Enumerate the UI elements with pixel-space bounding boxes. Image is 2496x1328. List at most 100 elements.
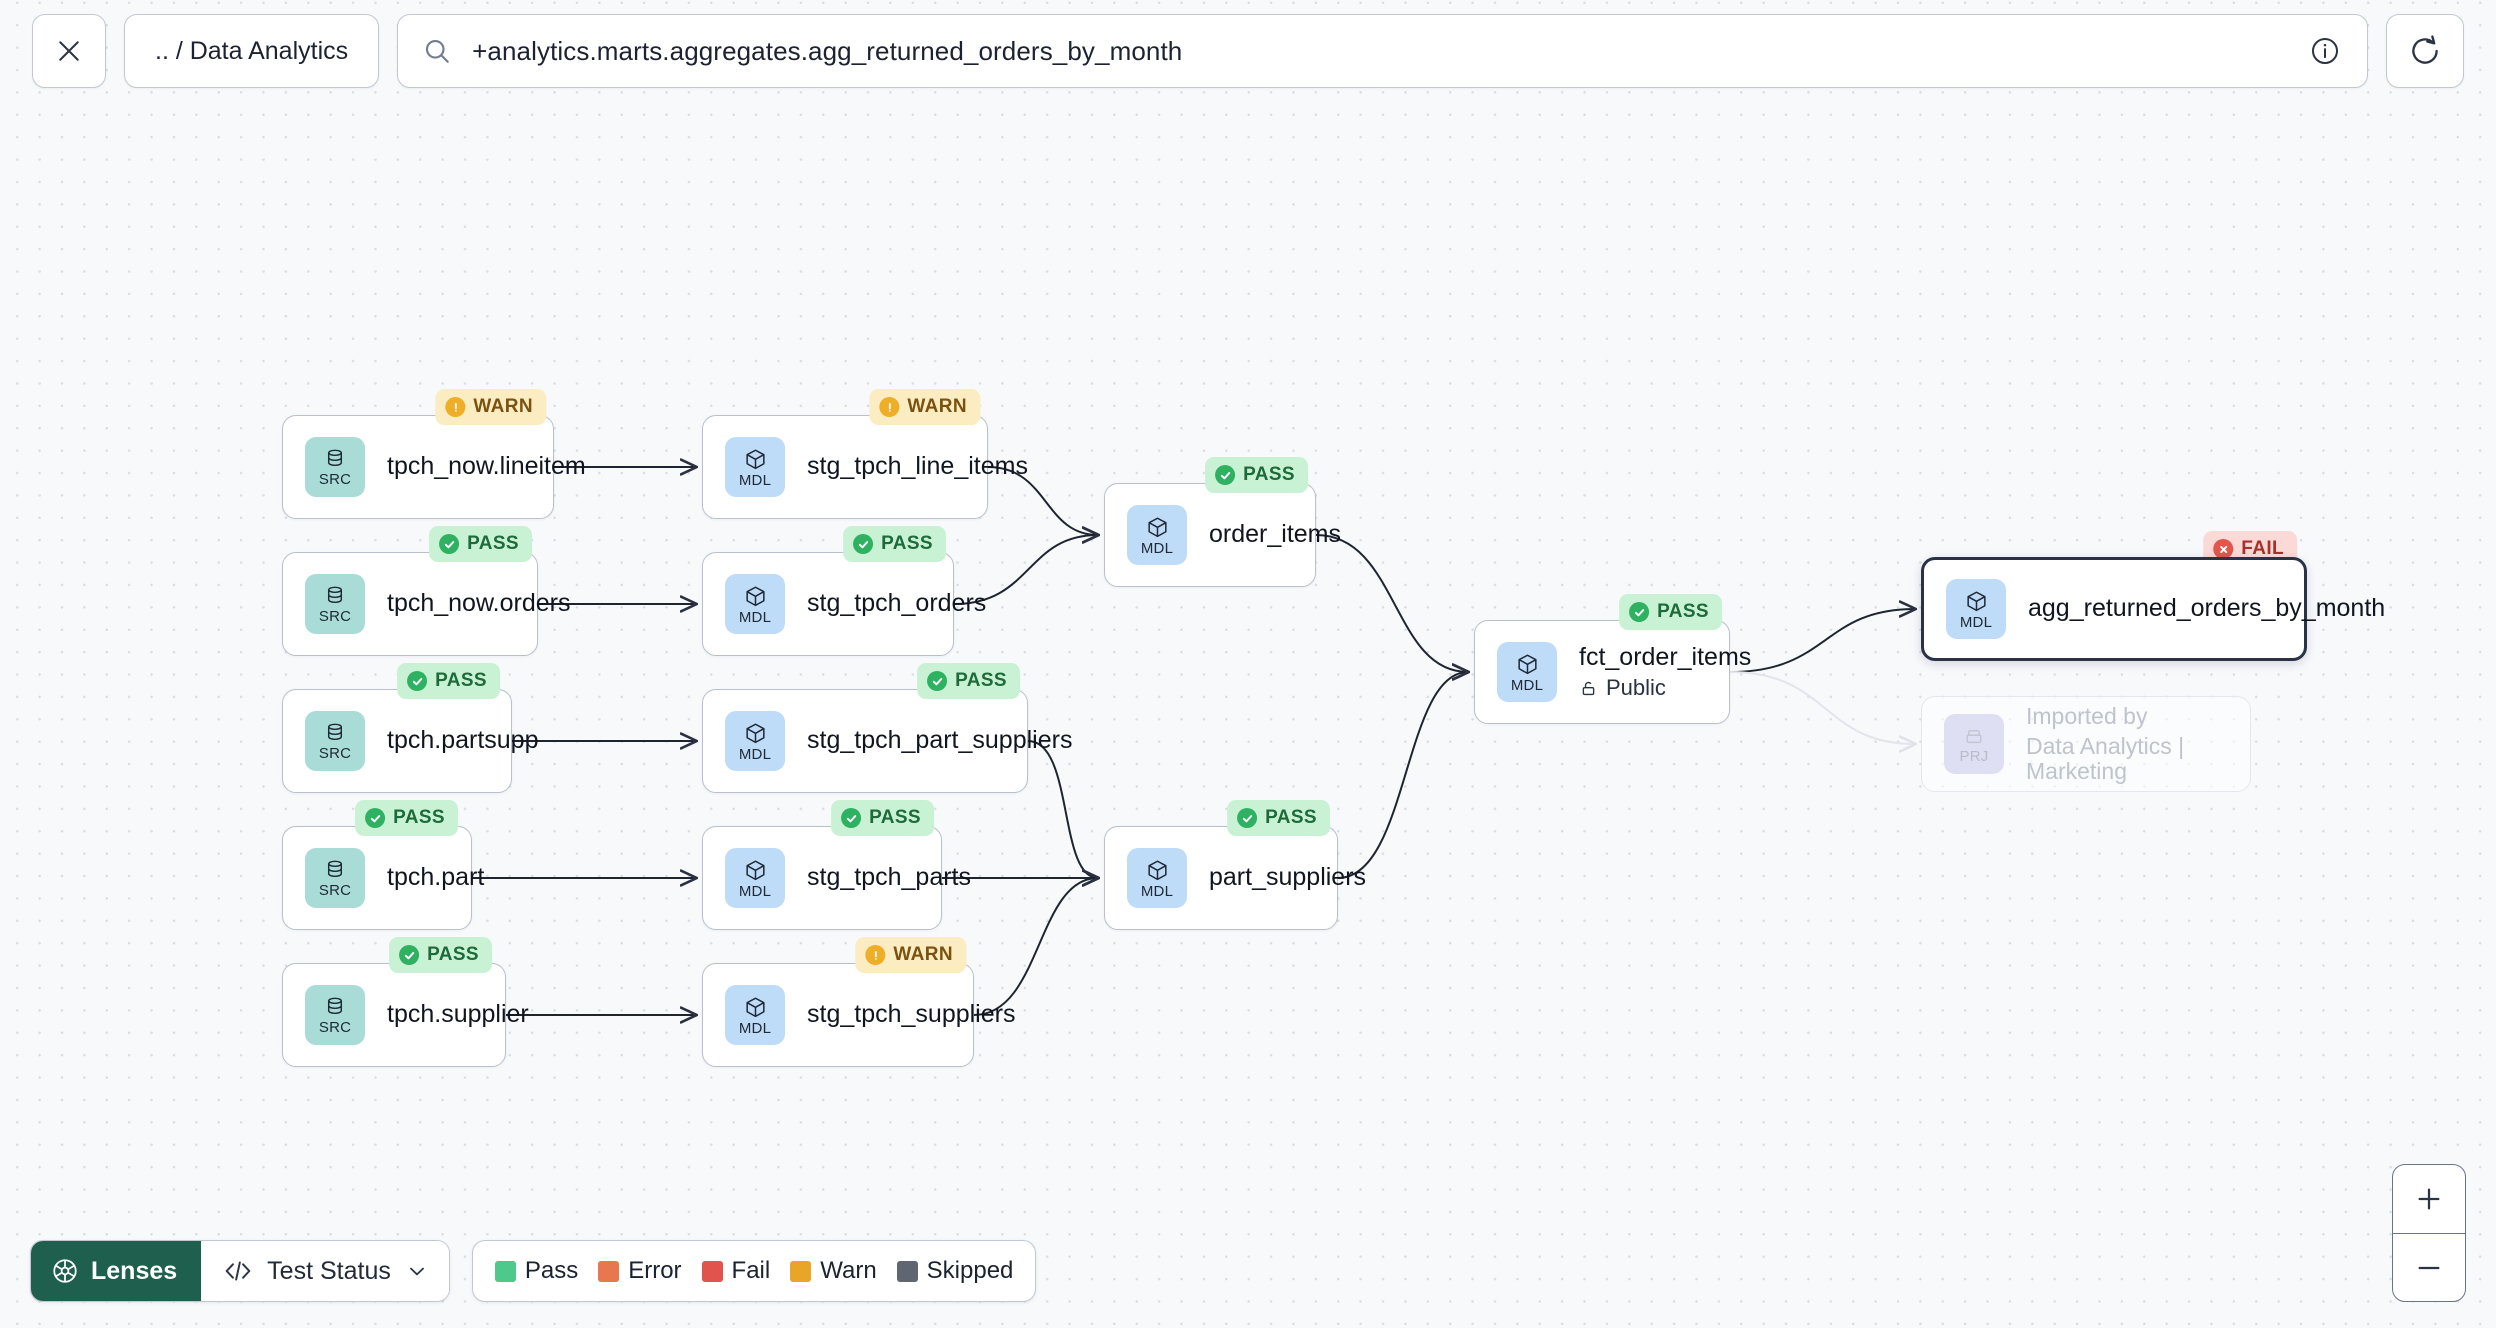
node-type-label: SRC bbox=[318, 1019, 352, 1036]
status-label: PASS bbox=[1657, 601, 1709, 622]
node-type-chip-mdl: MDL bbox=[1127, 505, 1187, 565]
lineage-edge bbox=[1315, 534, 1468, 672]
status-dot bbox=[853, 534, 874, 554]
exclamation-icon bbox=[874, 950, 877, 960]
test-status-dropdown[interactable]: Test Status bbox=[201, 1241, 449, 1301]
legend-item[interactable]: Pass bbox=[494, 1257, 578, 1285]
legend-swatch bbox=[598, 1260, 620, 1282]
zoom-in-button[interactable] bbox=[2393, 1165, 2465, 1233]
lineage-edge bbox=[1027, 740, 1098, 878]
legend-item[interactable]: Fail bbox=[701, 1257, 771, 1285]
status-dot bbox=[445, 397, 466, 417]
graph-node[interactable]: SRC tpch.supplier bbox=[282, 963, 529, 1067]
status-dot bbox=[2213, 539, 2234, 559]
node-body: tpch.supplier bbox=[387, 1001, 529, 1029]
node-title: order_items bbox=[1209, 520, 1341, 549]
node-type-label: MDL bbox=[1140, 539, 1174, 557]
node-title: tpch.partsupp bbox=[387, 726, 539, 755]
refresh-button[interactable] bbox=[2386, 14, 2464, 88]
breadcrumb[interactable]: .. / Data Analytics bbox=[124, 14, 380, 88]
exclamation-icon bbox=[888, 402, 891, 412]
check-icon bbox=[1220, 471, 1230, 479]
graph-node[interactable]: MDL stg_tpch_parts bbox=[702, 826, 971, 930]
node-body: stg_tpch_parts bbox=[807, 864, 971, 892]
minus-icon bbox=[2418, 1266, 2440, 1269]
status-badge: PASS bbox=[917, 663, 1020, 699]
test-status-label: Test Status bbox=[267, 1256, 391, 1285]
graph-node[interactable]: MDL fct_order_items Public bbox=[1474, 620, 1751, 724]
legend-label: Warn bbox=[820, 1257, 877, 1284]
search-icon bbox=[426, 39, 449, 63]
check-icon bbox=[444, 540, 454, 548]
cube-icon bbox=[745, 859, 765, 880]
top-toolbar: .. / Data Analytics +analytics.marts.agg… bbox=[0, 0, 2496, 102]
search-input[interactable]: +analytics.marts.aggregates.agg_returned… bbox=[472, 35, 1183, 66]
node-type-chip-mdl: MDL bbox=[725, 985, 785, 1045]
status-label: PASS bbox=[467, 533, 519, 554]
status-label: PASS bbox=[869, 807, 921, 828]
node-type-label: MDL bbox=[738, 882, 772, 900]
node-title: tpch_now.lineitem bbox=[387, 452, 586, 481]
status-label: PASS bbox=[435, 670, 487, 691]
node-type-label: MDL bbox=[1959, 613, 1993, 631]
lenses-label: Lenses bbox=[91, 1256, 178, 1285]
status-dot bbox=[407, 671, 428, 691]
status-badge: PASS bbox=[429, 526, 532, 562]
legend-item[interactable]: Warn bbox=[790, 1257, 877, 1285]
cube-icon bbox=[1147, 859, 1167, 880]
node-type-chip-mdl: MDL bbox=[725, 437, 785, 497]
node-subtitle: Data Analytics | Marketing bbox=[2026, 733, 2250, 785]
info-circle-icon[interactable] bbox=[2309, 35, 2341, 67]
graph-node: PRJ Imported by Data Analytics | Marketing bbox=[1921, 696, 2251, 792]
status-label: PASS bbox=[1243, 464, 1295, 485]
node-body: stg_tpch_part_suppliers bbox=[807, 727, 1072, 755]
lenses-button[interactable]: Lenses bbox=[31, 1241, 202, 1301]
plus-icon bbox=[2418, 1188, 2440, 1210]
lens-control-group: Lenses Test Status bbox=[30, 1240, 450, 1302]
node-title: Imported by bbox=[2026, 702, 2148, 729]
legend-label: Fail bbox=[731, 1257, 771, 1284]
legend-item[interactable]: Skipped bbox=[896, 1257, 1014, 1285]
close-button[interactable] bbox=[32, 14, 106, 88]
zoom-out-button[interactable] bbox=[2393, 1233, 2465, 1301]
node-subtitle-text: Public bbox=[1606, 675, 1666, 701]
node-title: stg_tpch_parts bbox=[807, 863, 971, 892]
search-bar[interactable]: +analytics.marts.aggregates.agg_returned… bbox=[397, 14, 2368, 88]
zoom-controls bbox=[2392, 1164, 2466, 1302]
node-subtitle: Public bbox=[1579, 675, 1751, 701]
bottom-toolbar: Lenses Test Status Pass Error Fail Warn Skip… bbox=[30, 1240, 1037, 1302]
node-type-label: PRJ bbox=[1959, 748, 1989, 765]
node-title: tpch_now.orders bbox=[387, 589, 571, 618]
node-type-chip-src: SRC bbox=[305, 711, 365, 771]
legend-label: Skipped bbox=[926, 1257, 1014, 1284]
legend-swatch bbox=[701, 1260, 723, 1282]
graph-node[interactable]: SRC tpch.partsupp bbox=[282, 689, 539, 793]
status-label: WARN bbox=[473, 396, 533, 417]
exclamation-icon bbox=[454, 402, 457, 412]
check-icon bbox=[858, 540, 868, 548]
node-type-label: SRC bbox=[318, 882, 352, 899]
node-body: part_suppliers bbox=[1209, 864, 1366, 892]
aperture-icon bbox=[53, 1259, 77, 1283]
close-icon bbox=[59, 41, 79, 61]
status-badge: PASS bbox=[1619, 594, 1722, 630]
node-type-chip-prj: PRJ bbox=[1944, 714, 2004, 774]
node-title: fct_order_items bbox=[1579, 642, 1752, 671]
legend-item[interactable]: Error bbox=[598, 1257, 682, 1285]
node-type-label: MDL bbox=[1510, 676, 1544, 694]
lineage-edge bbox=[973, 878, 1098, 1016]
graph-node[interactable]: MDL order_items bbox=[1104, 483, 1341, 587]
node-title: stg_tpch_part_suppliers bbox=[807, 726, 1073, 755]
check-icon bbox=[932, 677, 942, 685]
